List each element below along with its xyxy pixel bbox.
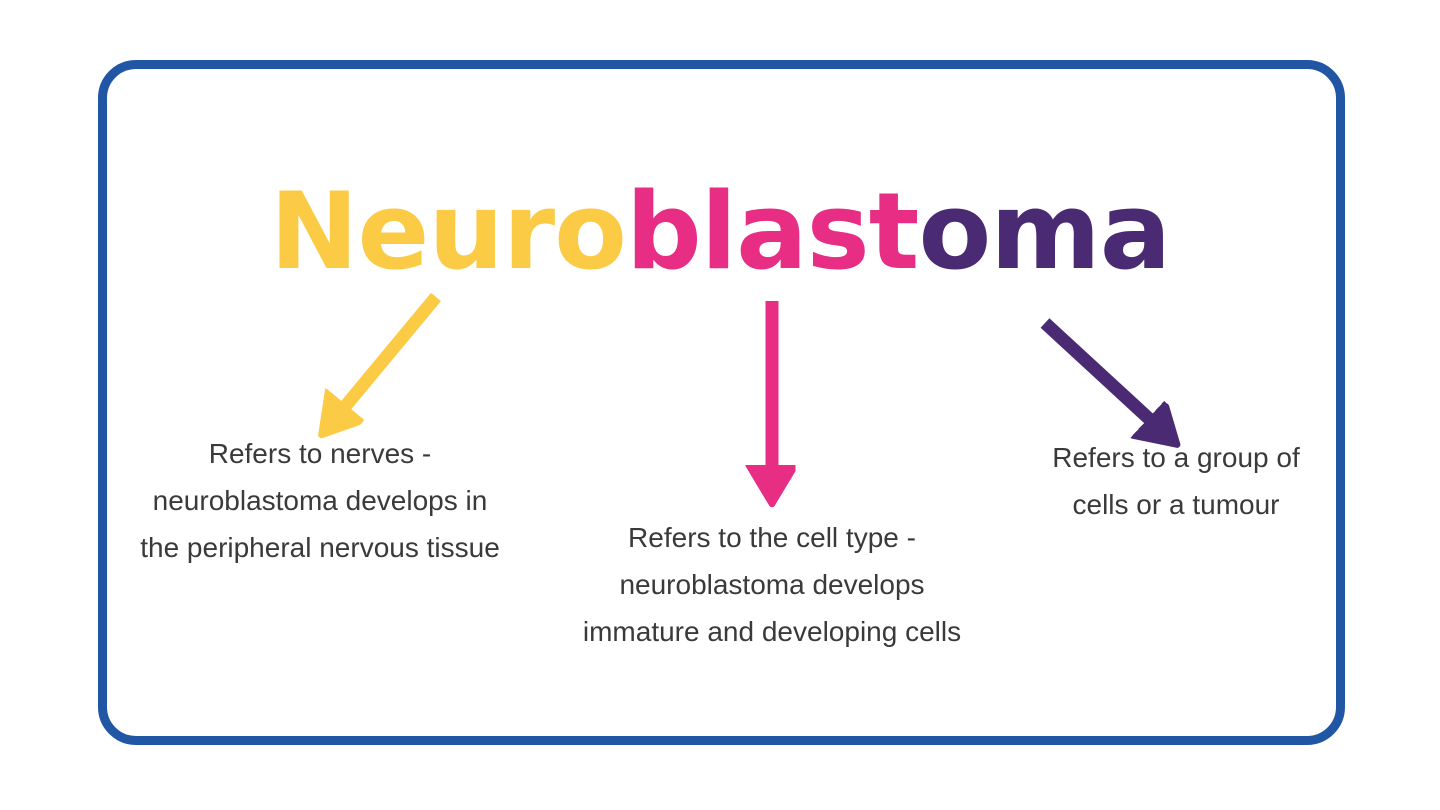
definition-blast: Refers to the cell type - neuroblastoma … — [582, 522, 962, 647]
definition-neuro: Refers to nerves - neuroblastoma develop… — [140, 438, 500, 563]
blast-arrow-icon — [740, 301, 804, 520]
title-segment-oma: oma — [918, 170, 1171, 293]
definition-oma: Refers to a group of cells or a tumour — [1052, 442, 1300, 520]
oma-arrow-icon — [1040, 318, 1190, 452]
neuro-arrow-icon — [300, 292, 442, 455]
title-segment-neuro: Neuro — [269, 170, 627, 293]
title-segment-blast: blast — [625, 170, 920, 293]
word-title: Neuroblastoma — [0, 172, 1440, 292]
